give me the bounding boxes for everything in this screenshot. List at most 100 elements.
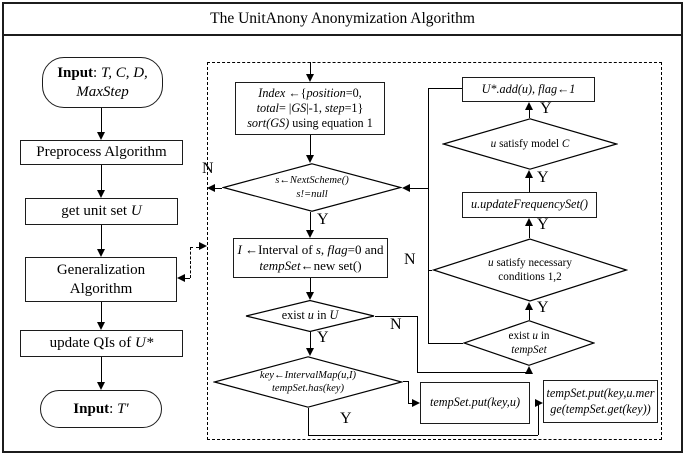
preprocess-box: Preprocess Algorithm [20,140,183,165]
model-c-diamond: u satisfy model C [442,118,618,170]
line-key-y-v2 [538,403,540,435]
model-c-text: u satisfy model C [490,138,570,150]
line-existu-y [310,332,312,348]
line-existu-n-h2 [417,372,529,374]
line-nextscheme-y [310,212,312,230]
line-entry-to-index [310,62,312,74]
line-index-to-nextscheme [310,135,312,155]
update-qis-box: update QIs of U* [20,330,183,357]
get-unit-set-box: get unit set U [25,198,178,225]
line-nextscheme-n [214,188,222,190]
put-box: tempSet.put(key,u) [420,382,530,424]
arrowhead-updatefreq-y [525,170,533,178]
diamond-shape [463,320,595,366]
dashed-return-line-h [185,278,190,279]
line-modelc-y [529,110,531,118]
label-exist-u-n: N [390,316,402,333]
arrowhead-start-to-preprocess [97,132,105,140]
line-conditions-n-stub [428,270,432,272]
update-frequency-text: u.updateFrequencySet() [471,197,588,212]
arrowhead-nextscheme-y [306,230,314,238]
update-qis-text: update QIs of U* [49,335,154,352]
end-terminator: Input: T′ [40,390,162,428]
arrowhead-modelc-y [525,102,533,110]
update-frequency-box: u.updateFrequencySet() [462,192,597,218]
label-modelc-y: Y [540,100,552,117]
label-exist-u-y: Y [317,329,329,346]
diamond-shape [245,300,375,332]
put-box-text: tempSet.put(key,u) [429,395,520,410]
label-nextscheme-y: Y [317,211,329,228]
arrowhead-bus-into-nextscheme [402,184,410,192]
arrowhead-preprocess-to-getunit [97,190,105,198]
nextscheme-diamond: s←NextScheme()s!=null [222,163,402,212]
index-box: Index ←{position=0,total= |GS|-1, step=1… [235,82,385,135]
arrowhead-tempset-y [525,302,533,310]
line-key-to-put-h1 [403,381,408,383]
line-updateqis-to-end [101,357,103,382]
add-box: U*.add(u), flag←1 [462,77,595,102]
line-getunit-to-generalization [101,225,103,249]
title-bar: The UnitAnony Anonymization Algorithm [2,2,683,36]
line-bus-vertical [428,88,430,343]
line-interval-to-existu [310,278,312,294]
key-check-text: key←IntervalMap(u,I)tempSet.has(key) [259,369,357,394]
diamond-shape [222,163,402,212]
line-key-y-v1 [308,408,310,435]
line-existu-n-h1 [375,316,417,318]
exist-u-in-U-diamond: exist u in U [245,300,375,332]
arrowhead-key-to-put [412,399,420,407]
arrowhead-entry-to-index [306,74,314,82]
arrowhead-interval-to-existu [306,292,314,300]
label-updatefreq-y: Y [537,169,549,186]
label-conditions-y: Y [537,216,549,233]
line-key-to-put-v [408,381,410,403]
line-start-to-preprocess [101,108,103,134]
arrowhead-nextscheme-n [207,184,215,192]
arrowhead-getunit-to-generalization [97,249,105,257]
line-bus-to-nextscheme [410,188,428,190]
get-unit-set-text: get unit set U [61,203,142,220]
arrowhead-updateqis-to-end [97,382,105,390]
exist-u-in-U-text: exist u in U [281,308,339,323]
line-bus-to-tempset [428,343,463,345]
label-conditions-n: N [404,251,416,268]
line-key-y-h [308,435,538,437]
module-dashed-box [207,62,662,440]
page-title: The UnitAnony Anonymization Algorithm [210,10,475,27]
arrowhead-generalization-to-updateqis [97,322,105,330]
line-generalization-to-updateqis [101,302,103,322]
dashed-call-line-v [190,247,191,278]
arrowhead-existu-n-into-tempset [525,366,533,374]
key-check-diamond: key←IntervalMap(u,I)tempSet.has(key) [213,356,403,408]
diamond-shape [432,238,628,302]
line-key-to-put-h2 [408,403,412,405]
line-bus-top [428,88,462,90]
arrowhead-existu-y [306,348,314,356]
preprocess-text: Preprocess Algorithm [36,144,167,161]
line-updatefreq-y [529,178,531,192]
label-nextscheme-n: N [202,160,214,177]
arrowhead-call-into-module [199,242,207,250]
diamond-shape [442,118,618,170]
line-preprocess-to-getunit [101,165,103,190]
line-existu-n-v [417,316,419,372]
start-terminator-text: Input: T, C, D,MaxStep [57,64,148,100]
start-terminator: Input: T, C, D,MaxStep [42,57,163,108]
label-tempset-y: Y [537,299,549,316]
index-box-text: Index ←{position=0,total= |GS|-1, step=1… [247,85,373,131]
add-box-text: U*.add(u), flag←1 [481,81,576,96]
line-tempset-y [529,310,531,320]
dashed-call-line-h [190,247,199,248]
arrowhead-conditions-y [525,218,533,226]
nextscheme-text: s←NextScheme()s!=null [275,175,349,200]
